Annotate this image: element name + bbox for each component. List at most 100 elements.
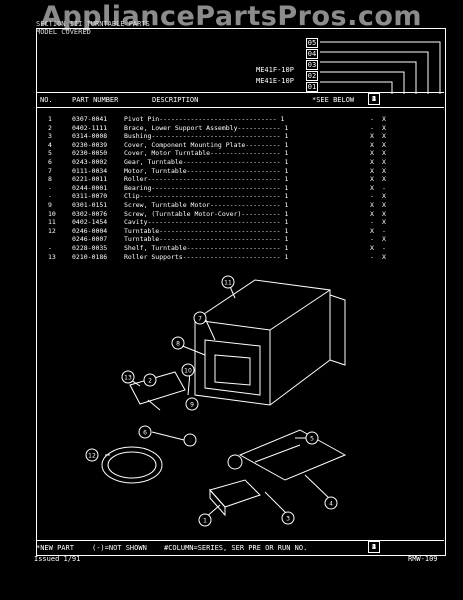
part-no: 3	[48, 132, 52, 141]
svg-text:10: 10	[184, 368, 192, 375]
section-title: SECTION III TURNTABLE PARTS	[36, 20, 150, 28]
series-1-mark: X	[370, 166, 374, 175]
part-number: 0221-0011	[72, 175, 108, 184]
series-1-mark: X	[370, 175, 374, 184]
page-frame	[36, 28, 446, 556]
series-2-mark: X	[382, 140, 386, 149]
series-2-mark: X	[382, 158, 386, 166]
series-2-mark: -	[382, 244, 386, 252]
part-description: Bearing---------------------------------…	[124, 183, 289, 192]
series-1-mark: X	[370, 244, 374, 252]
part-number: 0302-0076	[72, 209, 108, 218]
shelf	[238, 429, 347, 481]
column-number: 01	[306, 82, 318, 92]
part-no: 7	[48, 166, 52, 175]
part-no: -	[48, 192, 52, 201]
part-no: 1	[48, 115, 52, 123]
part-description: Screw, (Turntable Motor-Cover)----------…	[124, 209, 289, 218]
svg-text:3: 3	[286, 516, 290, 523]
part-description: Turntable-------------------------------…	[124, 226, 289, 235]
column-number-stack: 05 04 03 02 01	[306, 38, 318, 93]
motor-cover	[209, 479, 261, 508]
series-2-mark: X	[382, 175, 386, 184]
part-no: 9	[48, 201, 52, 209]
part-number: 0228-0035	[72, 244, 108, 252]
part-description: Roller Supports-------------------------…	[124, 252, 289, 261]
part-number: 0246-0004	[72, 226, 108, 235]
series-2-mark: X	[382, 132, 386, 141]
part-number: 0246-0007	[72, 235, 108, 244]
column-note: #COLUMN=SERIES, SER PRE OR RUN NO.	[164, 544, 308, 552]
series-1-mark: X	[370, 201, 374, 209]
callout-10: 10	[181, 363, 195, 377]
part-number: 0111-0034	[72, 166, 108, 175]
svg-text:2: 2	[148, 378, 152, 385]
callout-8: 8	[171, 336, 185, 350]
series-2-mark: X	[382, 123, 386, 132]
part-number: 0314-0008	[72, 132, 108, 141]
turntable-plate	[101, 446, 163, 484]
series-1-mark: X	[370, 140, 374, 149]
part-no: 12	[48, 226, 56, 235]
column-number: 05	[306, 38, 318, 48]
callout-6: 6	[138, 425, 152, 439]
series-1-mark: X	[370, 149, 374, 158]
col-part-number: PART NUMBER	[72, 96, 119, 104]
column-number: 04	[306, 49, 318, 59]
not-shown-note: (-)=NOT SHOWN	[92, 544, 147, 552]
series-2-mark: X	[382, 192, 386, 201]
model-number: ME41E-10P	[256, 77, 294, 85]
series-2-mark: X	[382, 201, 386, 209]
series-2-mark: X	[382, 218, 386, 227]
series-2-mark: X	[382, 252, 386, 261]
svg-text:12: 12	[88, 453, 96, 460]
part-description: Cover, Motor Turntable------------------…	[124, 149, 289, 158]
part-number: 0243-0002	[72, 158, 108, 166]
part-description: Turntable-------------------------------…	[124, 235, 289, 244]
page-code: RMW-109	[408, 555, 438, 563]
issued-date: Issued 1/91	[34, 555, 81, 563]
series-1-mark: X	[370, 132, 374, 141]
series-1-mark: -	[370, 123, 374, 132]
col-see-below: *SEE BELOW	[312, 96, 355, 104]
part-no: 11	[48, 218, 56, 227]
part-description: Shelf, Turntable------------------------…	[124, 244, 289, 252]
svg-text:5: 5	[310, 436, 314, 443]
series-2-mark: X	[382, 166, 386, 175]
series-2-mark: X	[382, 115, 386, 123]
callout-5: 5	[305, 431, 319, 445]
callout-2: 2	[143, 373, 157, 387]
callout-12: 12	[85, 448, 99, 462]
callout-7: 7	[193, 311, 207, 325]
part-number: 0402-1454	[72, 218, 108, 227]
part-no: -	[48, 244, 52, 252]
part-no: 2	[48, 123, 52, 132]
part-number: 0307-0041	[72, 115, 108, 123]
part-description: Cover, Component Mounting Plate---------…	[124, 140, 289, 149]
series-box: 5	[368, 541, 380, 553]
cavity-front	[204, 339, 261, 396]
col-no: NO.	[40, 96, 53, 104]
callout-11: 11	[221, 275, 235, 289]
part-description: Gear, Turntable-------------------------…	[124, 158, 289, 166]
callout-9: 9	[185, 397, 199, 411]
series-2-mark: X	[382, 149, 386, 158]
part-description: Clip------------------------------------…	[124, 192, 289, 201]
model-number: ME41F-10P	[256, 66, 294, 74]
callout-3: 3	[281, 511, 295, 525]
svg-text:1: 1	[203, 518, 207, 525]
svg-text:7: 7	[198, 316, 202, 323]
part-description: Motor, Turntable------------------------…	[124, 166, 289, 175]
callout-13: 13	[121, 370, 135, 384]
series-1-mark: X	[370, 183, 374, 192]
part-description: Screw, Turntable Motor------------------…	[124, 201, 289, 209]
series-2-mark: X	[382, 235, 386, 244]
column-number: 03	[306, 60, 318, 70]
series-1-mark: X	[370, 158, 374, 166]
part-no: 10	[48, 209, 56, 218]
part-no: 5	[48, 149, 52, 158]
model-covered-label: MODEL COVERED	[36, 28, 91, 36]
svg-text:11: 11	[224, 280, 232, 287]
part-no: 13	[48, 252, 56, 261]
part-number: 0311-0070	[72, 192, 108, 201]
